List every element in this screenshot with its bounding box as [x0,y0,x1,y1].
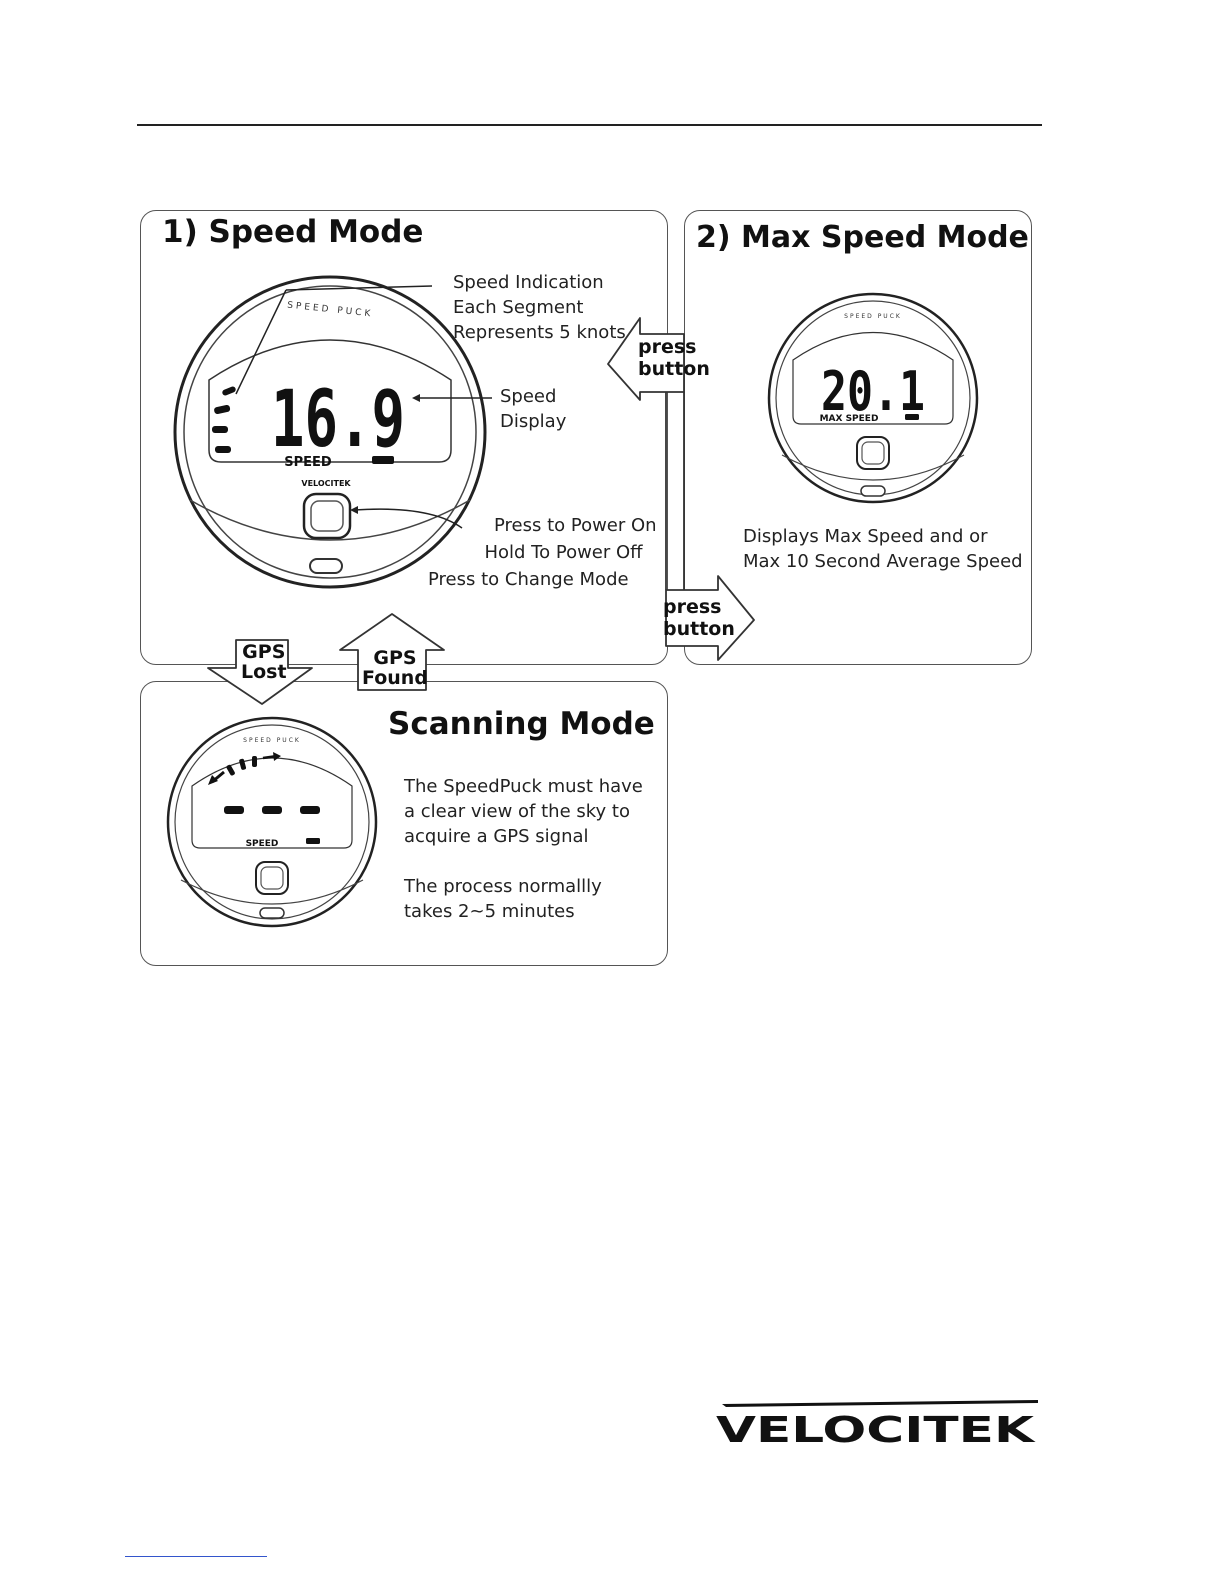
press-button-label-right: press button [663,596,735,640]
arrow-label-line: button [638,358,710,380]
note-line: Speed [500,386,557,407]
arrow-label-line: Lost [241,661,287,683]
note-line: Press to Power On [493,515,657,536]
note-line: The process normallly [404,876,602,897]
button-function-note: Press to Power On Hold To Power Off Pres… [428,512,657,593]
note-line: The SpeedPuck must have [404,776,643,797]
velocitek-logo: VELOCITEK [712,1398,1040,1451]
max-speed-mode-title: 2) Max Speed Mode [696,220,1029,255]
speed-segment [215,446,231,453]
logo-artwork: VELOCITEK [716,1400,1038,1451]
note-line: Each Segment [453,297,584,318]
lcd-scanning-speed-label: SPEED [246,839,279,849]
lcd-max-speed-label: MAX SPEED [820,414,879,424]
scanning-dash [224,806,244,814]
note-line: Displays Max Speed and or [743,526,988,547]
scanning-dash [300,806,320,814]
arrow-label-line: button [663,618,735,640]
device-brand-text: SPEED PUCK [844,313,902,320]
note-line: Represents 5 knots [453,322,626,343]
scanning-description-sky: The SpeedPuck must have a clear view of … [404,774,643,849]
press-button-arrow-right [665,575,755,661]
speedpuck-device-speed-mode [173,275,492,589]
note-line: acquire a GPS signal [404,826,589,847]
press-button-label-left: press button [638,336,710,380]
max-speed-description: Displays Max Speed and or Max 10 Second … [743,524,1023,574]
scanning-dash [262,806,282,814]
note-line: Max 10 Second Average Speed [743,551,1023,572]
arrow-label-line: Found [362,667,428,689]
scanning-description-time: The process normallly takes 2~5 minutes [404,874,602,924]
bezel-logo: VELOCITEK [301,479,351,488]
speed-segment [212,426,228,433]
speed-segment [214,404,231,415]
press-button-arrow-left [607,317,685,401]
lcd-speed-label: SPEED [284,455,332,470]
note-line: takes 2~5 minutes [404,901,575,922]
gps-lost-arrow [207,639,313,705]
gps-found-label: GPS Found [362,648,428,688]
speedpuck-device-scanning-mode [166,716,378,928]
note-line: Display [500,411,567,432]
gps-found-arrow [339,613,445,691]
note-line: Hold To Power Off [484,542,643,563]
note-line: Speed Indication [453,272,604,293]
gps-lost-label: GPS Lost [241,642,287,682]
arrow-label-line: GPS [242,641,286,663]
note-line: a clear view of the sky to [404,801,630,822]
speed-mode-title: 1) Speed Mode [162,214,424,250]
speed-indication-note: Speed Indication Each Segment Represents… [453,270,626,345]
footer-link-underline [125,1556,267,1557]
speed-segment [222,386,236,396]
scanning-mode-title: Scanning Mode [388,706,655,742]
speed-readout: 16.9 [271,375,405,465]
arrow-label-line: press [663,596,722,618]
arrow-label-line: press [638,336,697,358]
max-speed-readout: 20.1 [821,360,925,423]
header-rule [137,124,1042,126]
speedpuck-device-max-mode [767,292,979,504]
logo-text: VELOCITEK [716,1410,1036,1446]
device-brand-text: SPEED PUCK [243,737,301,744]
note-line: Press to Change Mode [428,569,629,590]
arrow-label-line: GPS [373,647,417,669]
speed-display-note: Speed Display [500,384,566,434]
